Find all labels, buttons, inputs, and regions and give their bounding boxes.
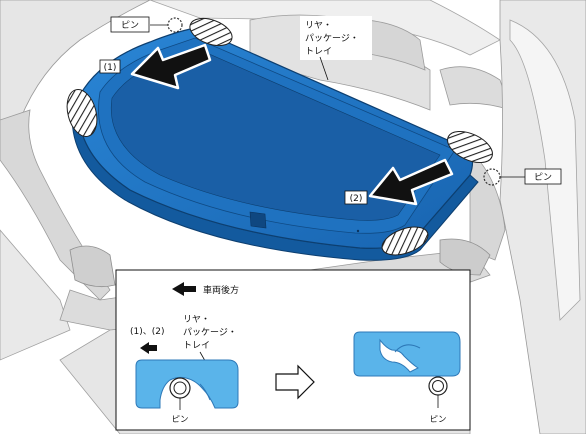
step-2-label: (2) bbox=[350, 194, 363, 204]
step-arrows: (1) (2) bbox=[99, 43, 454, 206]
shelf-label-line2: パッケージ・ bbox=[305, 33, 359, 44]
pin-top-label: ピン bbox=[121, 20, 139, 31]
pin-callouts: ピン ピン bbox=[110, 16, 562, 186]
detail-tray-piece-engaged bbox=[135, 359, 239, 409]
hatch-left-clip bbox=[66, 89, 98, 137]
direction-arrow-icon bbox=[172, 282, 196, 296]
detail-pin-right-label: ピン bbox=[429, 415, 446, 425]
hatch-right-clip bbox=[447, 130, 493, 164]
hatch-bottom-clip bbox=[381, 226, 429, 256]
shelf-label-line1: リヤ・ bbox=[305, 21, 332, 31]
step-1-label: (1) bbox=[104, 63, 117, 73]
arrow-step-2 bbox=[368, 158, 454, 206]
detail-pin-left-label: ピン bbox=[171, 415, 188, 425]
detail-transition-arrow-icon bbox=[275, 364, 315, 400]
detail-steps-label: (1)、(2) bbox=[130, 327, 165, 337]
detail-shelf-line2: パッケージ・ bbox=[183, 327, 237, 338]
shelf-label-line3: トレイ bbox=[305, 47, 332, 57]
detail-shelf-line1: リヤ・ bbox=[183, 315, 210, 325]
direction-label: 車両後方 bbox=[203, 284, 239, 296]
pin-right-label: ピン bbox=[534, 172, 552, 183]
detail-shelf-line3: トレイ bbox=[183, 341, 210, 351]
arrow-step-1 bbox=[130, 43, 212, 90]
detail-tray-piece-released bbox=[353, 331, 461, 377]
shelf-label: リヤ・ パッケージ・ トレイ bbox=[300, 16, 372, 81]
hatch-top-right-clip bbox=[189, 17, 233, 47]
detail-inset: 車両後方 (1)、(2) リヤ・ パッケージ・ トレイ ピン ピン bbox=[115, 269, 471, 431]
detail-small-arrow-icon bbox=[140, 342, 157, 354]
hatched-clip-areas bbox=[66, 17, 493, 256]
